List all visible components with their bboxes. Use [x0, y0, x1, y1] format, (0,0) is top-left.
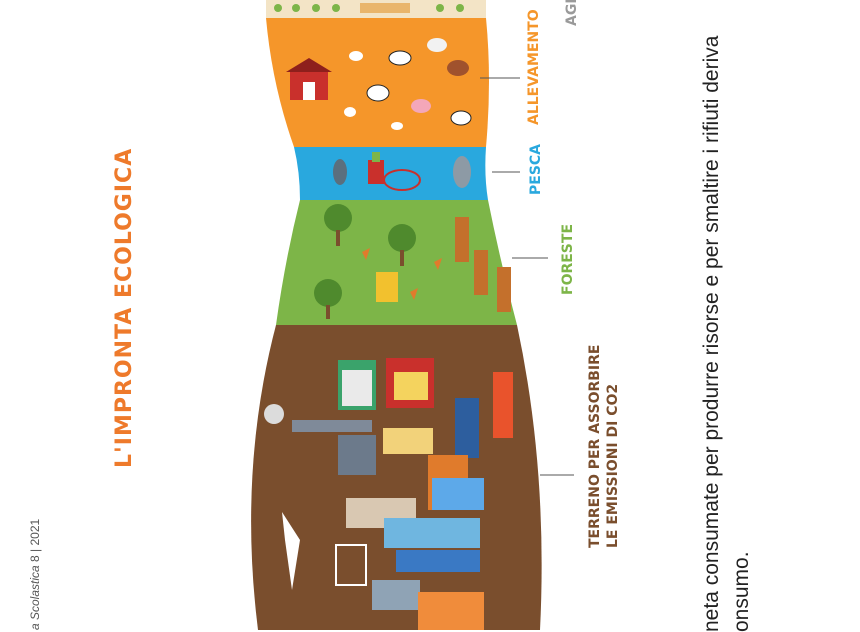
- city-icons: [264, 358, 513, 630]
- label-livestock: ALLEVAMENTO: [526, 9, 542, 125]
- body-text-line1: neta consumate per produrre risorse e pe…: [700, 35, 723, 632]
- crop-rows-icon: [274, 3, 464, 13]
- livestock-icons: [344, 38, 472, 130]
- footer-publication: a Scolastica: [28, 565, 42, 630]
- fishing-icons: [333, 152, 471, 191]
- label-forests: FORESTE: [560, 223, 576, 295]
- label-agriculture: AGR: [564, 0, 580, 26]
- body-text-line2: onsumo.: [730, 551, 753, 632]
- label-land: TERRENO PER ASSORBIRE LE EMISSIONI DI CO…: [586, 345, 622, 549]
- footer-credit: a Scolastica 8 | 2021: [28, 519, 42, 630]
- barn-icon: [286, 58, 332, 100]
- label-fishing: PESCA: [528, 143, 544, 195]
- page-title: L'IMPRONTA ECOLOGICA: [112, 147, 137, 468]
- label-land-line2: LE EMISSIONI DI CO2: [605, 383, 621, 548]
- footer-issue: 8 | 2021: [28, 518, 42, 562]
- label-land-line1: TERRENO PER ASSORBIRE: [587, 344, 603, 549]
- forest-icons: [314, 204, 511, 319]
- airplane-icon: [282, 512, 300, 590]
